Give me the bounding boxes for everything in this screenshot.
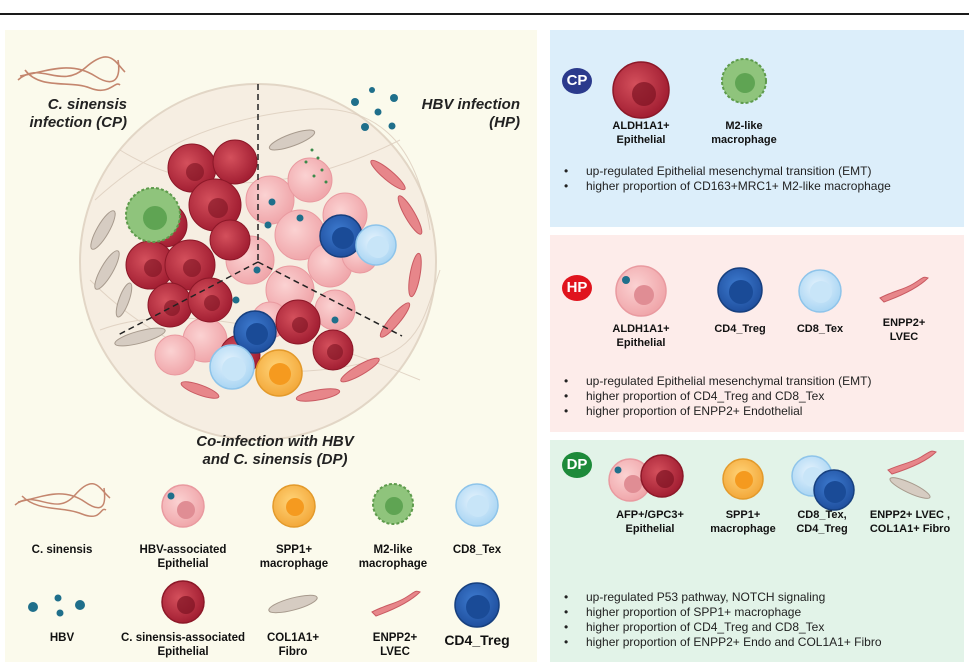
cp-m2-label: M2-like macrophage [699,119,789,147]
cp-finding: up-regulated Epithelial mesenchymal tran… [564,164,891,179]
cell-label-line: CD4_Treg [796,523,848,535]
hp-label-line1: HBV infection [421,96,520,113]
legend-label-line: Epithelial [157,646,209,658]
dp-finding: up-regulated P53 pathway, NOTCH signalin… [564,590,882,605]
legend-label-line: HBV [49,632,75,644]
dp-panel: DP AFP+/GPC3+ Epithelial SPP1+ macrophag… [550,440,964,662]
cell-label-line: LVEC [889,331,919,343]
hp-enpp2-label: ENPP2+ LVEC [864,316,944,344]
cell-label-line: AFP+/GPC3+ [616,509,684,521]
cell-label-line: ENPP2+ LVEC , [869,509,951,521]
legend-label-line: Epithelial [157,558,209,570]
cp-badge: CP [562,68,592,94]
hp-cd4-label: CD4_Treg [700,322,780,336]
legend-label-line: LVEC [380,646,410,658]
hp-finding: higher proportion of ENPP2+ Endothelial [564,404,871,419]
cp-label-line2: infection (CP) [29,114,128,131]
legend-hbv-label: HBV [12,631,112,645]
cp-findings: up-regulated Epithelial mesenchymal tran… [564,164,891,194]
hp-label-line2: (HP) [489,114,520,131]
legend-spp1-label: SPP1+ macrophage [249,543,339,571]
hp-infection-label: HBV infection (HP) [400,96,520,132]
dp-infection-label: Co-infection with HBV and C. sinensis (D… [175,433,375,469]
legend-c-sinensis-label: C. sinensis [12,543,112,557]
dp-tcell-label: CD8_Tex, CD4_Treg [782,508,862,536]
hp-cd8-label: CD8_Tex [780,322,860,336]
cell-label-line: CD4_Treg [714,323,766,335]
legend-label-line: COL1A1+ [266,632,320,644]
cell-label-line: M2-like [725,120,763,132]
cp-infection-label: C. sinensis infection (CP) [22,96,128,132]
cell-label-line: COL1A1+ Fibro [869,523,951,535]
dp-finding: higher proportion of ENPP2+ Endo and COL… [564,635,882,650]
hp-findings: up-regulated Epithelial mesenchymal tran… [564,374,871,419]
cell-label-line: ENPP2+ [882,317,926,329]
cell-label-line: macrophage [710,523,776,535]
hp-finding: up-regulated Epithelial mesenchymal tran… [564,374,871,389]
hp-badge: HP [562,275,592,301]
cp-cell-icons [612,58,767,119]
dp-label-line2: and C. sinensis (DP) [202,451,348,468]
legend-label-line: HBV-associated [139,544,227,556]
cp-panel: CP ALDH1A1+ Epithelial M2-like macrophag… [550,30,964,227]
legend-label-line: CD8_Tex [452,544,502,556]
cp-finding: higher proportion of CD163+MRC1+ M2-like… [564,179,891,194]
legend-label-line: macrophage [358,558,428,570]
legend-cd4-label: CD4_Treg [432,633,522,647]
cell-label-line: ALDH1A1+ [612,120,670,132]
dp-badge: DP [562,452,592,478]
legend-label-line: C. sinensis [31,544,93,556]
cell-label-line: Epithelial [616,337,666,349]
cell-label-line: Epithelial [616,134,666,146]
hp-finding: higher proportion of CD4_Treg and CD8_Te… [564,389,871,404]
dp-finding: higher proportion of CD4_Treg and CD8_Te… [564,620,882,635]
top-rule [0,13,969,15]
tumor-illustration [14,56,500,628]
legend-cs-epithelial-label: C. sinensis-associated Epithelial [113,631,253,659]
cell-label-line: CD8_Tex, [797,509,847,521]
legend-m2-label: M2-like macrophage [348,543,438,571]
cell-label-line: macrophage [711,134,777,146]
legend-label-line: SPP1+ [275,544,313,556]
cell-label-line: Epithelial [625,523,675,535]
dp-label-line1: Co-infection with HBV [196,433,354,450]
dp-finding: higher proportion of SPP1+ macrophage [564,605,882,620]
legend-label-line: macrophage [259,558,329,570]
legend-label-line: C. sinensis-associated [121,632,245,644]
dp-spp1-label: SPP1+ macrophage [703,508,783,536]
legend-hbv-epithelial-label: HBV-associated Epithelial [123,543,243,571]
hp-cell-icons [615,265,929,317]
legend-enpp2-label: ENPP2+ LVEC [355,631,435,659]
hp-epithelial-label: ALDH1A1+ Epithelial [591,322,691,350]
cell-label-line: CD8_Tex [796,323,844,335]
legend-label-line: M2-like [373,544,413,556]
dp-enpp2-col1a1-label: ENPP2+ LVEC , COL1A1+ Fibro [860,508,960,536]
dp-findings: up-regulated P53 pathway, NOTCH signalin… [564,590,882,650]
cp-epithelial-label: ALDH1A1+ Epithelial [591,119,691,147]
cell-label-line: SPP1+ [725,509,761,521]
legend-col1a1-label: COL1A1+ Fibro [253,631,333,659]
legend-label-line: Fibro [278,646,308,658]
cp-label-line1: C. sinensis [47,96,127,113]
dp-epithelial-label: AFP+/GPC3+ Epithelial [600,508,700,536]
hp-panel: HP ALDH1A1+ Epithelial CD4_Treg CD8_Tex … [550,235,964,432]
legend-label-line: ENPP2+ [372,632,418,644]
legend-cd8-label: CD8_Tex [437,543,517,557]
cell-label-line: ALDH1A1+ [612,323,670,335]
dp-cell-icons [608,450,937,511]
legend-label-line: CD4_Treg [444,632,510,648]
